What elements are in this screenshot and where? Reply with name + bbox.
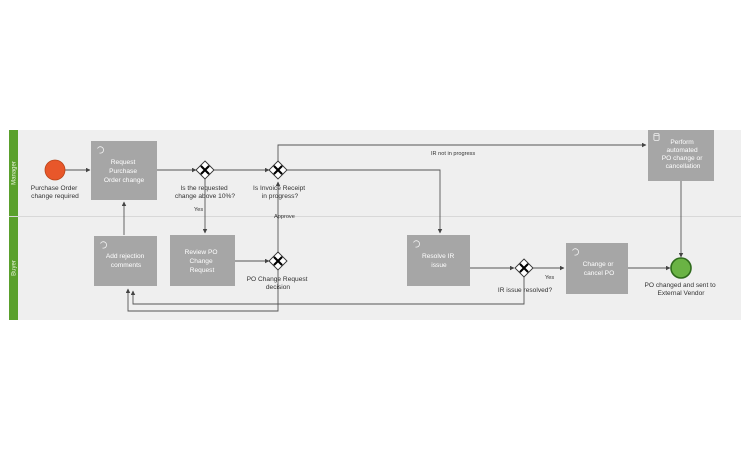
svg-text:Resolve IR issue: Resolve IR issue: [422, 253, 456, 269]
gateway-ir-issue-resolved-label: IR issue resolved?: [498, 287, 553, 294]
gateway-above-10-label: Is the requested change above 10%?: [175, 185, 235, 200]
task-add-rejection-comments[interactable]: Add rejection comments: [94, 236, 157, 286]
flow-gw2-to-automated: [277, 142, 647, 161]
sequence-flows: [65, 142, 684, 312]
gateway-invoice-receipt[interactable]: [268, 160, 288, 180]
lane-bar-manager: [9, 130, 18, 216]
lane-bar-buyer: [9, 217, 18, 320]
exclusive-x-icon: [273, 256, 283, 266]
task-change-or-cancel-po[interactable]: Change or cancel PO: [566, 243, 628, 294]
database-icon: [653, 132, 660, 141]
gateway-po-change-decision[interactable]: [268, 251, 288, 271]
task-request-po-change[interactable]: Request Purchase Order change: [91, 141, 157, 200]
gateway-po-change-decision-label: PO Change Request decision: [247, 276, 310, 291]
gateway-above-10[interactable]: [195, 160, 215, 180]
loop-icon: [97, 146, 104, 154]
task-review-po-change-request[interactable]: Review PO Change Request: [170, 235, 235, 286]
gateway-ir-issue-resolved[interactable]: [514, 258, 534, 278]
lane-label-manager: Manager: [12, 161, 18, 185]
lane-label-buyer: Buyer: [12, 260, 18, 276]
svg-text:Review PO Change R: Review PO Change Request: [185, 249, 220, 274]
task-perform-automated[interactable]: Perform automated PO change or cancellat…: [648, 130, 714, 181]
flow-label-yes-review: Yes: [194, 207, 203, 213]
gateway-invoice-receipt-label: Is Invoice Receipt in progress?: [253, 185, 307, 200]
start-event-label: Purchase Order change required: [31, 185, 79, 200]
svg-text:Request Purchase O: Request Purchase Order change: [104, 159, 145, 184]
end-event-label: PO changed and sent to External Vendor: [645, 282, 718, 297]
flow-gw2-to-resolve: [287, 169, 443, 234]
exclusive-x-icon: [200, 165, 210, 175]
loop-icon: [100, 241, 107, 249]
flow-label-approve: Approve: [274, 214, 295, 220]
exclusive-x-icon: [519, 263, 529, 273]
loop-icon: [413, 240, 420, 248]
exclusive-x-icon: [273, 165, 283, 175]
loop-icon: [572, 248, 579, 256]
start-event[interactable]: [44, 159, 66, 181]
flow-gw4-no-to-rejection: [130, 277, 525, 305]
svg-text:Add rejection comments: Add rejection comments: [106, 253, 146, 269]
task-resolve-ir-issue[interactable]: Resolve IR issue: [407, 235, 470, 286]
flow-gw3-to-rejection: [125, 270, 279, 312]
flow-label-ir-not-in-progress: IR not in progress: [431, 151, 475, 157]
end-event[interactable]: [670, 257, 692, 279]
svg-text:Change or cancel PO: Change or cancel PO: [583, 261, 616, 277]
flow-label-yes-resolved: Yes: [545, 275, 554, 281]
svg-text:Perform automated: Perform automated PO change or cancellat…: [662, 139, 705, 170]
